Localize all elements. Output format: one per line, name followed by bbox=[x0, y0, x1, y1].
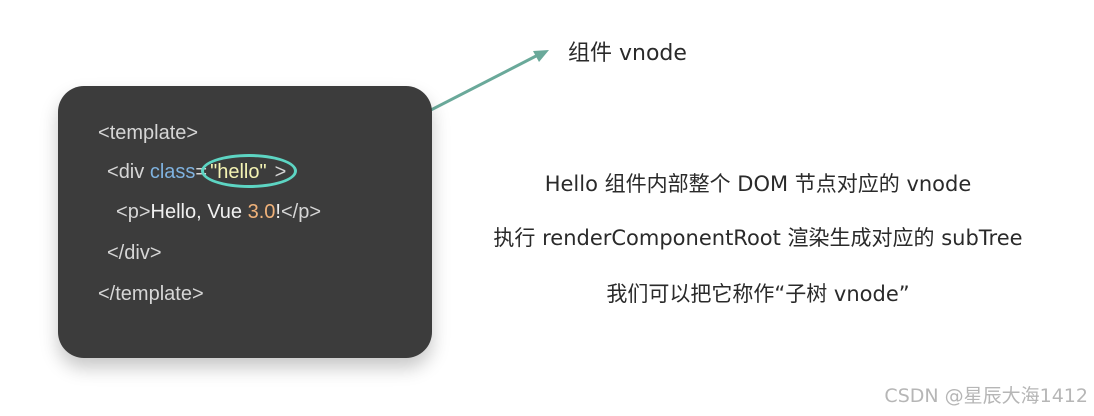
attr-class: class bbox=[149, 161, 196, 183]
tag-bracket-close: > bbox=[138, 201, 151, 223]
description-line-2: 执行 renderComponentRoot 渲染生成对应的 subTree bbox=[493, 226, 1023, 250]
tag-bracket-open: </ bbox=[107, 242, 125, 264]
tag-bracket-close: > bbox=[274, 161, 287, 183]
tag-bracket-open: </ bbox=[98, 283, 116, 305]
attr-equals: = bbox=[195, 161, 208, 183]
code-panel: <template> <div class="hello"> <p>Hello,… bbox=[58, 86, 432, 358]
tag-bracket-open: < bbox=[116, 201, 128, 223]
description-line-1: Hello 组件内部整个 DOM 节点对应的 vnode bbox=[544, 172, 972, 196]
end-tag-bracket-close: > bbox=[309, 201, 322, 223]
description-line-3: 我们可以把它称作“子树 vnode” bbox=[606, 282, 910, 306]
end-tag-name-p: p bbox=[298, 201, 310, 223]
tag-bracket-open: < bbox=[107, 161, 119, 183]
version-number: 3.0 bbox=[247, 201, 276, 223]
code-line-template-close: </template> bbox=[98, 281, 204, 307]
tag-bracket-close: > bbox=[191, 283, 204, 305]
component-vnode-label: 组件 vnode bbox=[568, 41, 687, 66]
tag-bracket-close: > bbox=[149, 242, 162, 264]
tag-bracket-open: < bbox=[98, 122, 110, 144]
tag-name-template: template bbox=[109, 122, 187, 144]
tag-name-p: p bbox=[127, 201, 139, 223]
code-line-div-open: <div class="hello" > bbox=[107, 154, 298, 188]
end-tag-bracket-open: </ bbox=[280, 201, 299, 223]
arrow-head bbox=[533, 50, 549, 62]
watermark: CSDN @星辰大海1412 bbox=[884, 385, 1088, 407]
code-line-div-close: </div> bbox=[107, 240, 162, 266]
text-hello-vue: Hello, Vue bbox=[150, 201, 248, 223]
tag-name-template: template bbox=[115, 283, 192, 305]
tag-name-div: div bbox=[118, 161, 145, 183]
code-line-p: <p>Hello, Vue 3.0!</p> bbox=[116, 199, 321, 225]
attr-value-hello: "hello" bbox=[210, 161, 267, 183]
text-bang: ! bbox=[275, 201, 281, 223]
code-line-template-open: <template> bbox=[98, 120, 198, 146]
tag-name-div: div bbox=[124, 242, 150, 264]
hello-highlight: "hello" bbox=[201, 154, 298, 188]
tag-bracket-close: > bbox=[186, 122, 199, 144]
